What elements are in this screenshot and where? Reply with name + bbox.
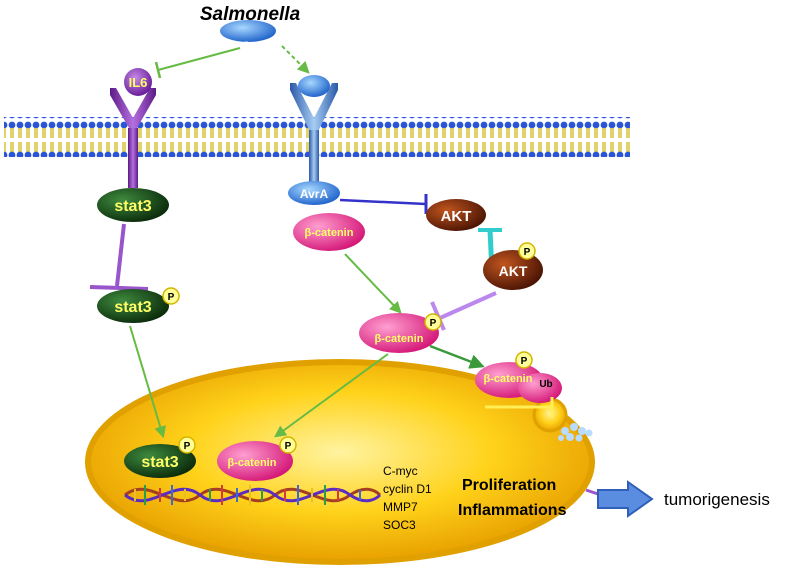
avra-ligand [298, 75, 330, 97]
svg-text:AKT: AKT [499, 263, 528, 279]
avra-inhibits-akt [339, 194, 428, 214]
gene-mmp7: MMP7 [383, 500, 418, 514]
salmonella-inhibits-il6 [154, 47, 241, 79]
stat3-inhibition [89, 223, 149, 291]
gene-cyclin-d1: cyclin D1 [383, 482, 432, 496]
inflammations-label: Inflammations [458, 502, 567, 519]
gene-soc3: SOC3 [383, 518, 416, 532]
svg-text:P: P [430, 318, 437, 329]
phospho-to-nucleus-arrow [274, 353, 389, 438]
phospho-to-ubiquitin-arrow [429, 344, 485, 369]
gene-cmyc: C-myc [383, 464, 418, 478]
dna-helix-icon [124, 485, 382, 505]
tumorigenesis-label: tumorigenesis [664, 490, 770, 509]
akt-node: AKT [426, 199, 486, 231]
svg-text:β-catenin: β-catenin [305, 227, 354, 239]
nuclear-bleb [532, 397, 568, 433]
salmonella-bacterium [220, 20, 276, 42]
svg-text:P: P [521, 356, 528, 367]
ub-inhibition [485, 397, 554, 418]
svg-text:P: P [168, 292, 175, 303]
svg-text:Ub: Ub [539, 379, 552, 390]
salmonella-label: Salmonella [200, 4, 301, 25]
nucleus [85, 359, 595, 565]
svg-text:AvrA: AvrA [300, 187, 329, 201]
stat3-to-nucleus-arrow [129, 325, 166, 439]
svg-text:IL6: IL6 [129, 75, 148, 90]
svg-text:β-catenin: β-catenin [375, 333, 424, 345]
svg-text:stat3: stat3 [114, 299, 151, 316]
stat3-nuclear-node: stat3 P [124, 436, 196, 478]
stat3-node: stat3 [97, 188, 169, 222]
svg-text:β-catenin: β-catenin [228, 457, 277, 469]
beta-catenin-nuclear-node: β-catenin P [217, 436, 297, 481]
beta-catenin-node: β-catenin [293, 213, 365, 251]
il6-receptor [110, 88, 156, 188]
beta-catenin-activation-arrow [344, 253, 402, 314]
tumorigenesis-arrow [585, 480, 654, 518]
avra-receptor [290, 83, 338, 190]
avra-node: AvrA [288, 181, 340, 205]
svg-text:P: P [184, 441, 191, 452]
salmonella-activates-avra [281, 45, 310, 74]
sopb-label: SopB [242, 39, 274, 53]
beta-catenin-ub-node: β-catenin Ub P [475, 351, 562, 403]
stat3-phospho-node: stat3 P [97, 287, 180, 323]
svg-text:P: P [524, 247, 531, 258]
il6-ligand: IL6 [124, 68, 152, 96]
akt-phospho-node: AKT P [483, 242, 543, 290]
proteasome-degradation-icon [558, 423, 593, 442]
beta-catenin-phospho-node: β-catenin P [359, 313, 442, 353]
svg-text:AKT: AKT [441, 208, 472, 225]
akt-inhibits-beta-catenin [430, 291, 497, 331]
svg-text:P: P [285, 441, 292, 452]
svg-text:stat3: stat3 [114, 198, 151, 215]
svg-text:β-catenin: β-catenin [484, 373, 533, 385]
proliferation-label: Proliferation [462, 477, 556, 494]
svg-text:stat3: stat3 [141, 454, 178, 471]
